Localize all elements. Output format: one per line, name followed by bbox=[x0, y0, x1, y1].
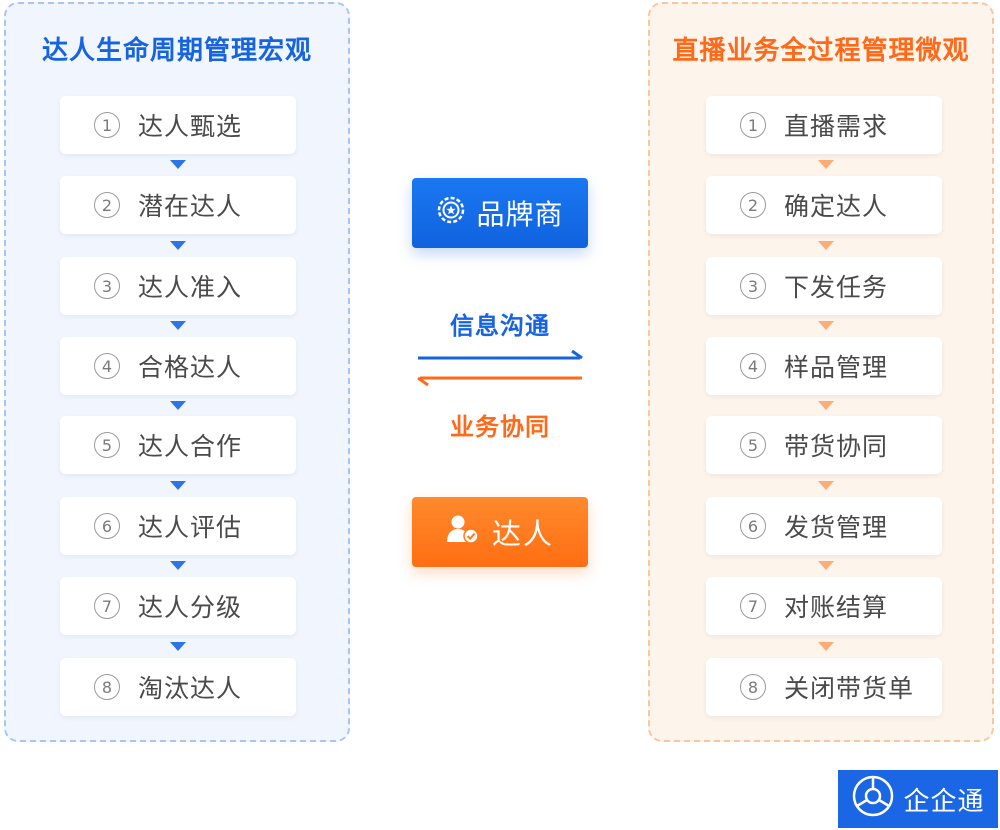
right-step-4: 4 样品管理 bbox=[706, 337, 942, 395]
step-number: 8 bbox=[94, 674, 120, 700]
down-arrow-icon bbox=[170, 401, 186, 410]
right-panel-title: 直播业务全过程管理微观 bbox=[672, 36, 970, 66]
right-step-5: 5 带货协同 bbox=[706, 416, 942, 474]
right-step-7: 7 对账结算 bbox=[706, 577, 942, 635]
step-label: 关闭带货单 bbox=[784, 674, 915, 703]
left-step-7: 7 达人分级 bbox=[60, 577, 296, 635]
left-step-8: 8 淘汰达人 bbox=[60, 658, 296, 716]
step-label: 直播需求 bbox=[784, 112, 889, 141]
talent-lifecycle-panel: 达人生命周期管理宏观 1 达人甄选 2 潜在达人 3 达人准入 4 合格达人 5… bbox=[4, 2, 350, 742]
down-arrow-icon bbox=[818, 401, 834, 410]
live-business-panel: 直播业务全过程管理微观 1 直播需求 2 确定达人 3 下发任务 4 样品管理 … bbox=[648, 2, 994, 742]
step-label: 达人分级 bbox=[138, 593, 243, 622]
badge-icon bbox=[436, 195, 466, 232]
step-number: 6 bbox=[94, 513, 120, 539]
step-number: 2 bbox=[740, 192, 766, 218]
user-verified-icon bbox=[446, 514, 480, 551]
down-arrow-icon bbox=[818, 561, 834, 570]
step-label: 潜在达人 bbox=[138, 192, 243, 221]
down-arrow-icon bbox=[818, 642, 834, 651]
step-number: 5 bbox=[94, 432, 120, 458]
left-step-3: 3 达人准入 bbox=[60, 257, 296, 315]
step-number: 7 bbox=[94, 593, 120, 619]
down-arrow-icon bbox=[818, 481, 834, 490]
step-label: 淘汰达人 bbox=[138, 674, 243, 703]
step-label: 带货协同 bbox=[784, 432, 889, 461]
right-step-8: 8 关闭带货单 bbox=[706, 658, 942, 716]
down-arrow-icon bbox=[818, 241, 834, 250]
step-label: 发货管理 bbox=[784, 513, 889, 542]
business-collaboration-label: 业务协同 bbox=[450, 413, 550, 441]
down-arrow-icon bbox=[818, 321, 834, 330]
step-number: 4 bbox=[94, 353, 120, 379]
talent-box: 达人 bbox=[412, 497, 588, 567]
left-step-4: 4 合格达人 bbox=[60, 337, 296, 395]
step-number: 8 bbox=[740, 674, 766, 700]
step-label: 下发任务 bbox=[784, 273, 889, 302]
right-step-3: 3 下发任务 bbox=[706, 257, 942, 315]
left-step-2: 2 潜在达人 bbox=[60, 176, 296, 234]
down-arrow-icon bbox=[170, 321, 186, 330]
brand-label: 品牌商 bbox=[476, 198, 564, 231]
step-number: 1 bbox=[94, 112, 120, 138]
step-number: 7 bbox=[740, 593, 766, 619]
step-number: 1 bbox=[740, 112, 766, 138]
right-step-1: 1 直播需求 bbox=[706, 96, 942, 154]
step-label: 样品管理 bbox=[784, 353, 889, 382]
logo-icon bbox=[851, 774, 895, 825]
left-panel-title: 达人生命周期管理宏观 bbox=[41, 36, 312, 66]
info-communication-label: 信息沟通 bbox=[450, 312, 550, 340]
bidirectional-arrows-icon bbox=[417, 349, 583, 387]
logo-text: 企企通 bbox=[903, 786, 985, 817]
step-label: 对账结算 bbox=[784, 593, 889, 622]
brand-logo: 企企通 bbox=[838, 770, 998, 828]
down-arrow-icon bbox=[170, 642, 186, 651]
right-step-2: 2 确定达人 bbox=[706, 176, 942, 234]
down-arrow-icon bbox=[170, 241, 186, 250]
step-number: 2 bbox=[94, 192, 120, 218]
talent-label: 达人 bbox=[491, 517, 554, 551]
step-number: 5 bbox=[740, 432, 766, 458]
step-number: 3 bbox=[740, 273, 766, 299]
down-arrow-icon bbox=[170, 561, 186, 570]
step-number: 3 bbox=[94, 273, 120, 299]
step-label: 达人甄选 bbox=[138, 112, 243, 141]
step-label: 达人准入 bbox=[138, 273, 243, 302]
step-number: 6 bbox=[740, 513, 766, 539]
left-step-6: 6 达人评估 bbox=[60, 497, 296, 555]
left-step-1: 1 达人甄选 bbox=[60, 96, 296, 154]
step-number: 4 bbox=[740, 353, 766, 379]
step-label: 达人评估 bbox=[138, 513, 243, 542]
right-step-6: 6 发货管理 bbox=[706, 497, 942, 555]
left-step-5: 5 达人合作 bbox=[60, 416, 296, 474]
step-label: 合格达人 bbox=[138, 353, 243, 382]
down-arrow-icon bbox=[170, 481, 186, 490]
step-label: 达人合作 bbox=[138, 432, 243, 461]
down-arrow-icon bbox=[170, 160, 186, 169]
step-label: 确定达人 bbox=[784, 192, 889, 221]
brand-box: 品牌商 bbox=[412, 178, 588, 248]
down-arrow-icon bbox=[818, 160, 834, 169]
